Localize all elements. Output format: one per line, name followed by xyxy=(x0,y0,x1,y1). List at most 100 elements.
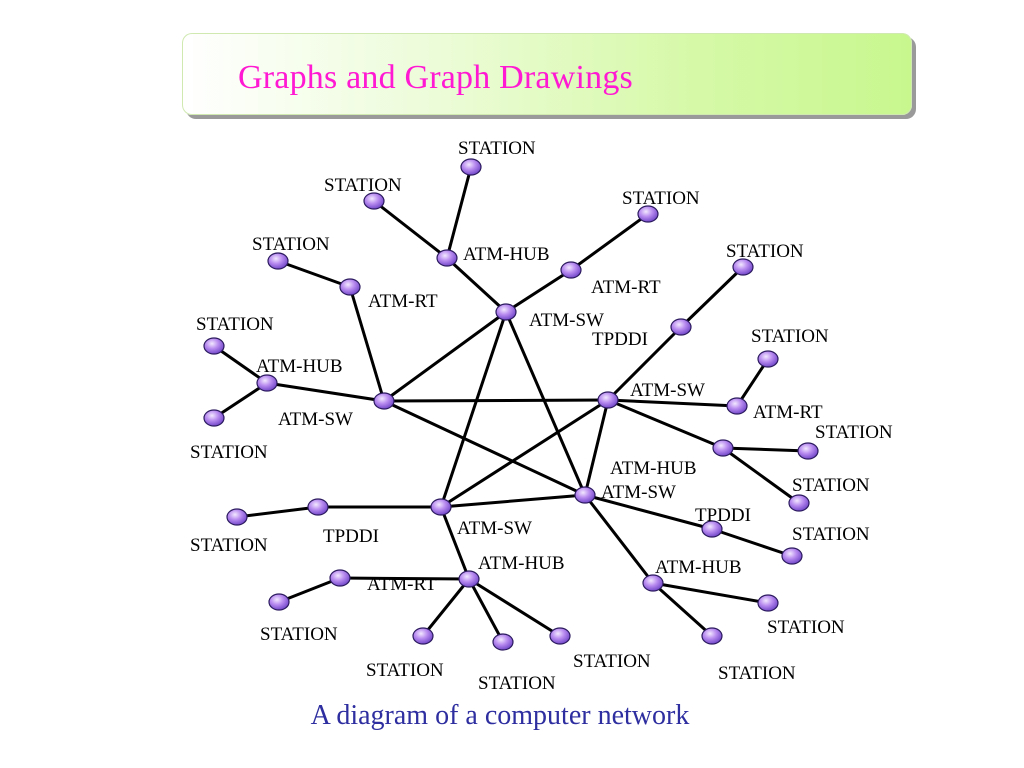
title-banner: Graphs and Graph Drawings xyxy=(182,33,912,115)
node-label-rt_bl: ATM-RT xyxy=(367,574,437,595)
node-rt_top xyxy=(560,261,582,279)
node-tpddi_left xyxy=(307,498,329,516)
node-label-hub_top: ATM-HUB xyxy=(463,244,550,265)
node-st_4 xyxy=(267,252,289,270)
node-label-st_1: STATION xyxy=(458,138,536,159)
edge-sw_br-tpddi_right xyxy=(583,493,714,531)
edge-hub_br-st_13 xyxy=(651,581,714,638)
edge-hub_right-st_10 xyxy=(721,446,801,505)
node-label-sw_right: ATM-SW xyxy=(630,380,705,401)
node-st_8 xyxy=(757,350,779,368)
node-sw_br xyxy=(574,486,596,504)
edge-sw_left-rt_left xyxy=(348,285,386,403)
node-st_9 xyxy=(797,442,819,460)
node-hub_bottom xyxy=(458,570,480,588)
node-st_15 xyxy=(268,593,290,611)
node-hub_left xyxy=(256,374,278,392)
node-label-hub_bottom: ATM-HUB xyxy=(478,553,565,574)
edge-tpddi_top-st_7 xyxy=(679,265,745,329)
edge-hub_bottom-st_18 xyxy=(467,577,562,638)
node-rt_right xyxy=(726,397,748,415)
node-st_17 xyxy=(492,633,514,651)
node-hub_br xyxy=(642,574,664,592)
node-st_12 xyxy=(757,594,779,612)
edge-hub_top-st_1 xyxy=(445,165,473,260)
edge-sw_top-hub_top xyxy=(445,256,508,314)
edge-hub_top-st_2 xyxy=(372,199,449,260)
page-title: Graphs and Graph Drawings xyxy=(238,59,633,96)
node-label-tpddi_left: TPDDI xyxy=(323,526,379,547)
node-label-hub_right: ATM-HUB xyxy=(610,458,697,479)
node-label-hub_left: ATM-HUB xyxy=(256,356,343,377)
node-label-tpddi_right: TPDDI xyxy=(695,505,751,526)
edge-sw_bl-sw_br xyxy=(439,493,587,509)
node-label-st_14: STATION xyxy=(190,535,268,556)
node-label-sw_left: ATM-SW xyxy=(278,409,353,430)
node-label-st_6: STATION xyxy=(190,442,268,463)
node-label-st_12: STATION xyxy=(767,617,845,638)
edge-sw_left-sw_br xyxy=(382,399,587,497)
node-label-rt_top: ATM-RT xyxy=(591,277,661,298)
edge-hub_bottom-st_16 xyxy=(421,577,471,638)
node-label-sw_top: ATM-SW xyxy=(529,310,604,331)
node-label-st_11: STATION xyxy=(792,524,870,545)
label-layer: ATM-SW ATM-SW ATM-SW ATM-SW ATM-SW ATM-HUB STA… xyxy=(190,138,893,694)
edge-tpddi_left-st_14 xyxy=(235,505,320,519)
edge-sw_left-hub_left xyxy=(265,381,386,403)
edge-sw_right-sw_bl xyxy=(439,398,610,509)
node-st_10 xyxy=(788,494,810,512)
node-st_18 xyxy=(549,627,571,645)
edge-sw_top-sw_left xyxy=(382,310,508,403)
edge-sw_top-sw_bl xyxy=(439,310,508,509)
edge-hub_bottom-st_17 xyxy=(467,577,505,644)
edge-sw_right-tpddi_top xyxy=(606,325,683,402)
node-hub_top xyxy=(436,249,458,267)
node-sw_top xyxy=(495,303,517,321)
edge-hub_left-st_5 xyxy=(212,344,269,385)
node-label-st_8: STATION xyxy=(751,326,829,347)
node-hub_right xyxy=(712,439,734,457)
node-label-sw_bl: ATM-SW xyxy=(457,518,532,539)
edge-rt_right-st_8 xyxy=(735,357,770,408)
node-label-st_9: STATION xyxy=(815,422,893,443)
edge-sw_top-sw_br xyxy=(504,310,587,497)
node-label-st_18: STATION xyxy=(573,651,651,672)
edge-sw_right-rt_right xyxy=(606,398,739,408)
edge-hub_left-st_6 xyxy=(212,381,269,420)
figure-caption: A diagram of a computer network xyxy=(310,700,690,731)
node-label-st_13: STATION xyxy=(718,663,796,684)
node-st_2 xyxy=(363,192,385,210)
edge-rt_left-st_4 xyxy=(276,259,352,289)
node-rt_bl xyxy=(329,569,351,587)
node-st_14 xyxy=(226,508,248,526)
node-label-st_16: STATION xyxy=(366,660,444,681)
node-sw_bl xyxy=(430,498,452,516)
node-label-st_4: STATION xyxy=(252,234,330,255)
node-st_6 xyxy=(203,409,225,427)
edge-hub_br-st_12 xyxy=(651,581,770,605)
node-st_11 xyxy=(781,547,803,565)
edge-sw_left-sw_right xyxy=(382,398,610,403)
node-label-st_2: STATION xyxy=(324,175,402,196)
edge-rt_bl-st_15 xyxy=(277,576,342,604)
node-label-sw_br: ATM-SW xyxy=(601,482,676,503)
edge-hub_right-st_9 xyxy=(721,446,810,453)
edge-sw_top-rt_top xyxy=(504,268,573,314)
node-label-rt_right: ATM-RT xyxy=(753,402,823,423)
node-label-st_10: STATION xyxy=(792,475,870,496)
node-layer xyxy=(203,158,819,651)
node-st_13 xyxy=(701,627,723,645)
edge-sw_br-hub_br xyxy=(583,493,655,585)
node-st_1 xyxy=(460,158,482,176)
node-sw_right xyxy=(597,391,619,409)
edge-sw_right-hub_right xyxy=(606,398,725,450)
node-label-st_5: STATION xyxy=(196,314,274,335)
node-tpddi_right xyxy=(701,520,723,538)
node-label-st_3: STATION xyxy=(622,188,700,209)
node-tpddi_top xyxy=(670,318,692,336)
edge-rt_top-st_3 xyxy=(569,212,650,272)
node-label-st_17: STATION xyxy=(478,673,556,694)
node-st_3 xyxy=(637,205,659,223)
node-st_5 xyxy=(203,337,225,355)
